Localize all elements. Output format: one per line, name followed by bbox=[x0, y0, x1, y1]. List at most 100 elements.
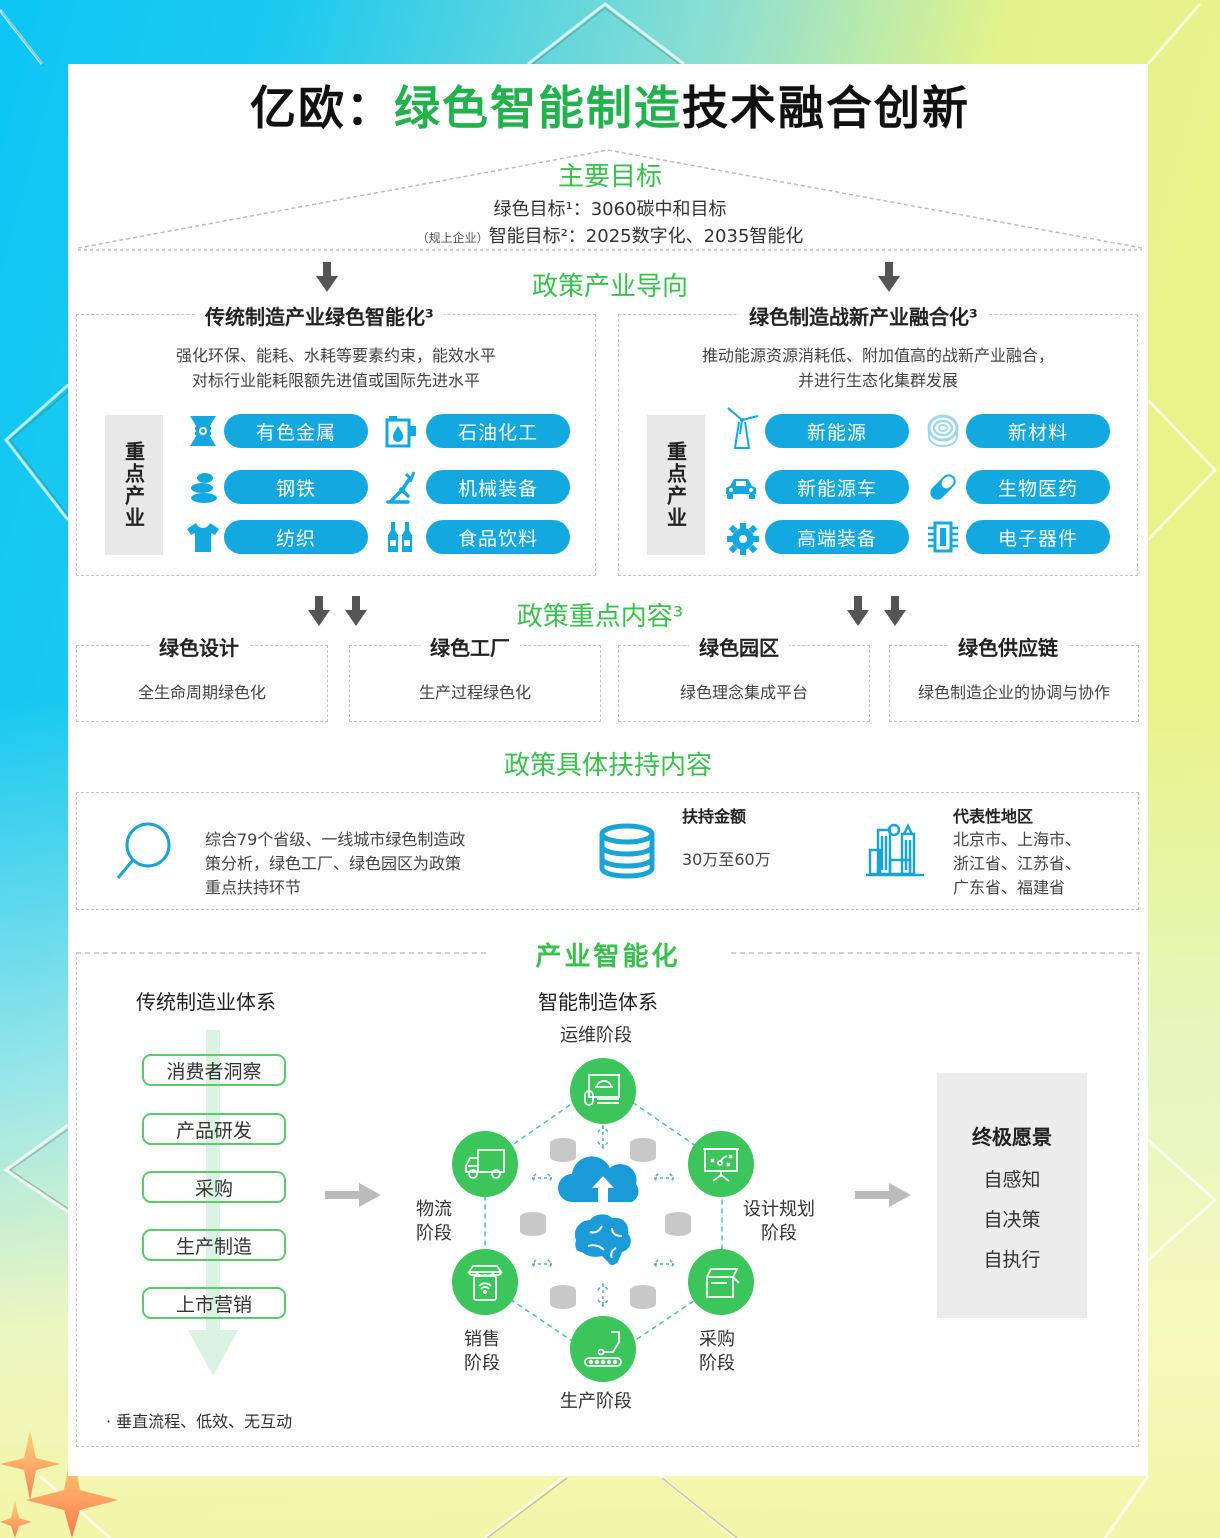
industry-intelligence-box bbox=[76, 952, 1139, 1447]
stage-label-line: 采购 bbox=[699, 1329, 735, 1350]
traditional-industry-desc-1: 强化环保、能耗、水耗等要素约束，能效水平 bbox=[175, 346, 496, 365]
industry-pill-high-end-equipment[interactable]: 高端装备 bbox=[765, 520, 909, 554]
strategy-board-icon bbox=[703, 1148, 739, 1182]
industry-pill-food-beverage[interactable]: 食品饮料 bbox=[426, 520, 570, 554]
industry-pill-electronic-components[interactable]: 电子器件 bbox=[966, 520, 1110, 554]
traditional-industry-box: 传统制造产业绿色智能化³ 强化环保、能耗、水耗等要素约束，能效水平 对标行业能耗… bbox=[76, 301, 596, 576]
industry-pill-nev[interactable]: 新能源车 bbox=[765, 470, 909, 504]
steel-icon bbox=[191, 473, 217, 503]
petrochemical-icon bbox=[385, 416, 416, 448]
stage-production-label: 生产阶段 bbox=[560, 1391, 632, 1412]
material-roll-icon bbox=[927, 414, 959, 448]
traditional-system-title: 传统制造业体系 bbox=[136, 990, 276, 1014]
ultimate-vision-box: 终极愿景 自感知 自决策 自执行 bbox=[937, 1073, 1087, 1318]
focus-desc: 绿色制造企业的协调与协作 bbox=[917, 683, 1110, 702]
key-industries-label: 重点产业 bbox=[105, 415, 163, 555]
smart-system-title: 智能制造体系 bbox=[538, 990, 658, 1014]
gear-icon bbox=[727, 523, 759, 555]
focus-title: 绿色供应链 bbox=[948, 632, 1068, 661]
stage-logistics-label: 物流 阶段 bbox=[416, 1198, 452, 1246]
focus-desc: 绿色理念集成平台 bbox=[679, 683, 808, 702]
stage-label-line: 设计规划 bbox=[743, 1199, 815, 1220]
stage-design-circle[interactable] bbox=[688, 1131, 754, 1197]
focus-card-green-supply-chain: 绿色供应链 绿色制造企业的协调与协作 bbox=[889, 632, 1139, 722]
bottles-icon bbox=[388, 522, 412, 552]
stage-purchase-circle[interactable] bbox=[688, 1249, 754, 1315]
industry-pill-new-energy[interactable]: 新能源 bbox=[765, 414, 909, 448]
sparkle-decoration bbox=[0, 1430, 118, 1538]
down-arrow-icon bbox=[308, 596, 330, 626]
support-regions-text: 北京市、上海市、 浙江省、江苏省、 广东省、福建省 bbox=[953, 828, 1081, 900]
policy-support-heading: 政策具体扶持内容 bbox=[503, 751, 712, 781]
flow-step-procurement[interactable]: 采购 bbox=[142, 1171, 286, 1203]
analysis-line: 综合79个省级、一线城市绿色制造政 bbox=[205, 830, 466, 849]
industry-pill-steel[interactable]: 钢铁 bbox=[224, 470, 368, 504]
stage-ops-circle[interactable] bbox=[570, 1058, 636, 1124]
stage-ops-label: 运维阶段 bbox=[560, 1025, 632, 1046]
down-arrow-icon bbox=[316, 262, 338, 292]
emerging-industry-desc-1: 推动能源资源消耗低、附加值高的战新产业融合， bbox=[701, 346, 1054, 365]
stage-purchase-label: 采购 阶段 bbox=[699, 1328, 735, 1376]
open-box-icon bbox=[706, 1268, 740, 1298]
industry-pill-petrochemical[interactable]: 石油化工 bbox=[426, 414, 570, 448]
industry-pill-machinery[interactable]: 机械装备 bbox=[426, 470, 570, 504]
stage-label-line: 阶段 bbox=[699, 1353, 735, 1374]
stage-label-line: 销售 bbox=[464, 1329, 500, 1350]
vision-item-self-execution: 自执行 bbox=[983, 1249, 1041, 1271]
vision-item-self-decision: 自决策 bbox=[983, 1209, 1041, 1231]
support-regions-label: 代表性地区 bbox=[953, 807, 1034, 826]
focus-title: 绿色设计 bbox=[149, 632, 249, 661]
pill-icon bbox=[930, 474, 956, 500]
search-icon bbox=[116, 822, 171, 879]
industry-pill-nonferrous[interactable]: 有色金属 bbox=[224, 414, 368, 448]
down-arrow-icon bbox=[884, 596, 906, 626]
main-goals-heading: 主要目标 bbox=[557, 162, 662, 192]
title-suffix: 技术融合创新 bbox=[682, 81, 970, 135]
vision-item-self-perception: 自感知 bbox=[983, 1169, 1041, 1191]
vision-title: 终极愿景 bbox=[972, 1125, 1052, 1149]
support-analysis-text: 综合79个省级、一线城市绿色制造政 策分析，绿色工厂、绿色园区为政策 重点扶持环… bbox=[205, 828, 465, 900]
focus-desc: 全生命周期绿色化 bbox=[137, 683, 266, 702]
flow-step-consumer-insight[interactable]: 消费者洞察 bbox=[142, 1054, 286, 1086]
robot-arm-icon bbox=[386, 471, 416, 504]
analysis-line: 重点扶持环节 bbox=[205, 878, 302, 897]
industry-pill-textile[interactable]: 纺织 bbox=[224, 520, 368, 554]
down-arrow-icon bbox=[345, 596, 367, 626]
industry-pill-biomedicine[interactable]: 生物医药 bbox=[966, 470, 1110, 504]
monitor-mouse-icon bbox=[584, 1074, 620, 1106]
industry-pill-new-materials[interactable]: 新材料 bbox=[966, 414, 1110, 448]
emerging-industry-desc-2: 并进行生态化集群发展 bbox=[797, 371, 958, 390]
region-line: 北京市、上海市、 bbox=[953, 830, 1082, 849]
support-amount-label: 扶持金额 bbox=[682, 807, 747, 826]
chip-icon bbox=[928, 521, 958, 553]
stage-production-circle[interactable] bbox=[570, 1316, 636, 1382]
stage-label-line: 阶段 bbox=[416, 1223, 452, 1244]
smart-cycle-diagram bbox=[484, 1081, 723, 1363]
page-title: 亿欧：绿色智能制造技术融合创新 bbox=[0, 72, 1220, 138]
flow-step-manufacturing[interactable]: 生产制造 bbox=[142, 1229, 286, 1261]
stage-sales-circle[interactable] bbox=[452, 1249, 518, 1315]
stage-design-label: 设计规划 阶段 bbox=[743, 1198, 815, 1246]
smart-goal: 智能目标²：2025数字化、2035智能化 bbox=[488, 226, 804, 247]
metal-icon bbox=[190, 416, 216, 446]
focus-desc: 生产过程绿色化 bbox=[418, 683, 531, 702]
traditional-system-note: · 垂直流程、低效、无互动 bbox=[106, 1412, 293, 1431]
flow-down-arrow bbox=[188, 1030, 238, 1376]
city-buildings-icon bbox=[866, 823, 924, 877]
emerging-industry-title: 绿色制造战新产业融合化³ bbox=[739, 301, 988, 330]
stage-sales-label: 销售 阶段 bbox=[464, 1328, 500, 1376]
stage-logistics-circle[interactable] bbox=[452, 1131, 518, 1197]
focus-title: 绿色工厂 bbox=[420, 632, 520, 661]
down-arrow-icon bbox=[847, 596, 869, 626]
focus-card-green-design: 绿色设计 全生命周期绿色化 bbox=[76, 632, 328, 722]
flow-step-product-rd[interactable]: 产品研发 bbox=[142, 1113, 286, 1145]
focus-card-green-factory: 绿色工厂 生产过程绿色化 bbox=[349, 632, 601, 722]
stage-label-line: 阶段 bbox=[761, 1223, 797, 1244]
tshirt-icon bbox=[187, 523, 219, 552]
green-goal: 绿色目标¹：3060碳中和目标 bbox=[493, 199, 727, 220]
car-icon bbox=[726, 479, 756, 499]
assembly-line-icon bbox=[584, 1331, 622, 1367]
title-prefix: 亿欧： bbox=[250, 81, 394, 135]
flow-step-marketing[interactable]: 上市营销 bbox=[142, 1287, 286, 1319]
